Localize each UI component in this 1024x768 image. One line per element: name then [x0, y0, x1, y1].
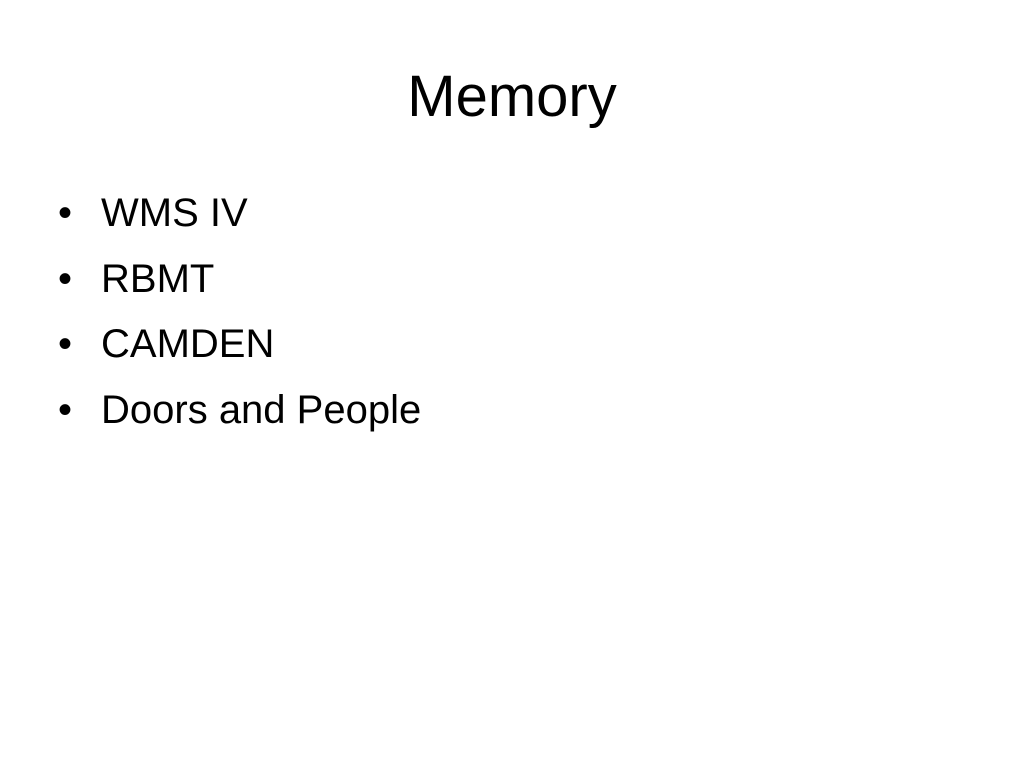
list-item: • RBMT	[58, 250, 958, 316]
list-item: • WMS IV	[58, 184, 958, 250]
list-item-text: Doors and People	[101, 387, 422, 432]
bullet-icon: •	[58, 322, 73, 366]
slide-title: Memory	[407, 64, 617, 129]
list-item-text: WMS IV	[101, 191, 248, 235]
list-item-text: CAMDEN	[101, 322, 275, 366]
list-item-text: RBMT	[101, 256, 215, 301]
list-item: • Doors and People	[58, 381, 958, 447]
list-item: • CAMDEN	[58, 315, 958, 381]
bullet-list: • WMS IV • RBMT • CAMDEN • Doors and Peo…	[58, 184, 958, 446]
bullet-icon: •	[58, 256, 73, 301]
bullet-icon: •	[58, 191, 73, 235]
bullet-icon: •	[58, 387, 73, 432]
